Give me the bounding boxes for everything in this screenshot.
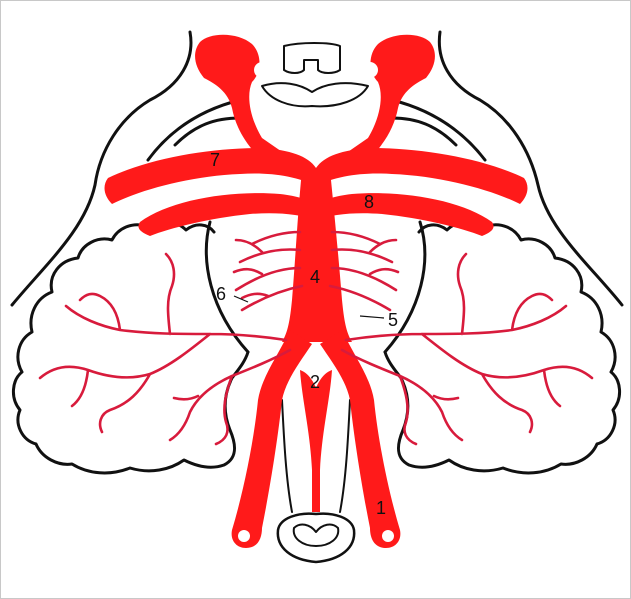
outline-left-inner-2 xyxy=(175,118,240,145)
label-4: 4 xyxy=(310,267,320,287)
cerebellar-branch-right-main xyxy=(346,254,592,432)
pontine-branch-left-2 xyxy=(234,268,300,290)
label-1: 1 xyxy=(376,498,386,518)
pontine-branch-left-4 xyxy=(252,232,300,244)
pontine-branch-right-1 xyxy=(332,240,396,262)
left-carotid-lumen xyxy=(254,62,270,78)
artery-8-right xyxy=(316,193,494,236)
label-6: 6 xyxy=(216,284,226,304)
label-8: 8 xyxy=(364,192,374,212)
artery-8-left xyxy=(138,193,316,236)
label-7: 7 xyxy=(210,150,220,170)
outline-left-cerebellum xyxy=(13,221,248,473)
right-carotid-lumen xyxy=(362,62,378,78)
leader-5 xyxy=(360,316,384,318)
left-vertebral-lumen xyxy=(238,530,250,542)
outline-spinal-grey xyxy=(294,525,339,546)
cerebellar-branch-left-main xyxy=(40,254,286,432)
pontine-branch-right-2 xyxy=(332,268,398,290)
right-vertebral-lumen xyxy=(382,530,394,542)
outline-spinal-cord xyxy=(278,514,354,562)
outline-top-structure xyxy=(284,43,340,73)
label-5: 5 xyxy=(388,310,398,330)
left-internal-carotid xyxy=(195,35,288,168)
main-arteries xyxy=(105,35,528,548)
label-2: 2 xyxy=(310,372,320,392)
outline-mammillary xyxy=(262,83,368,106)
pontine-branch-right-4 xyxy=(332,232,380,244)
pontine-branch-left-1 xyxy=(236,240,300,262)
outline-right-cerebellum xyxy=(385,221,620,473)
right-internal-carotid xyxy=(342,35,435,168)
